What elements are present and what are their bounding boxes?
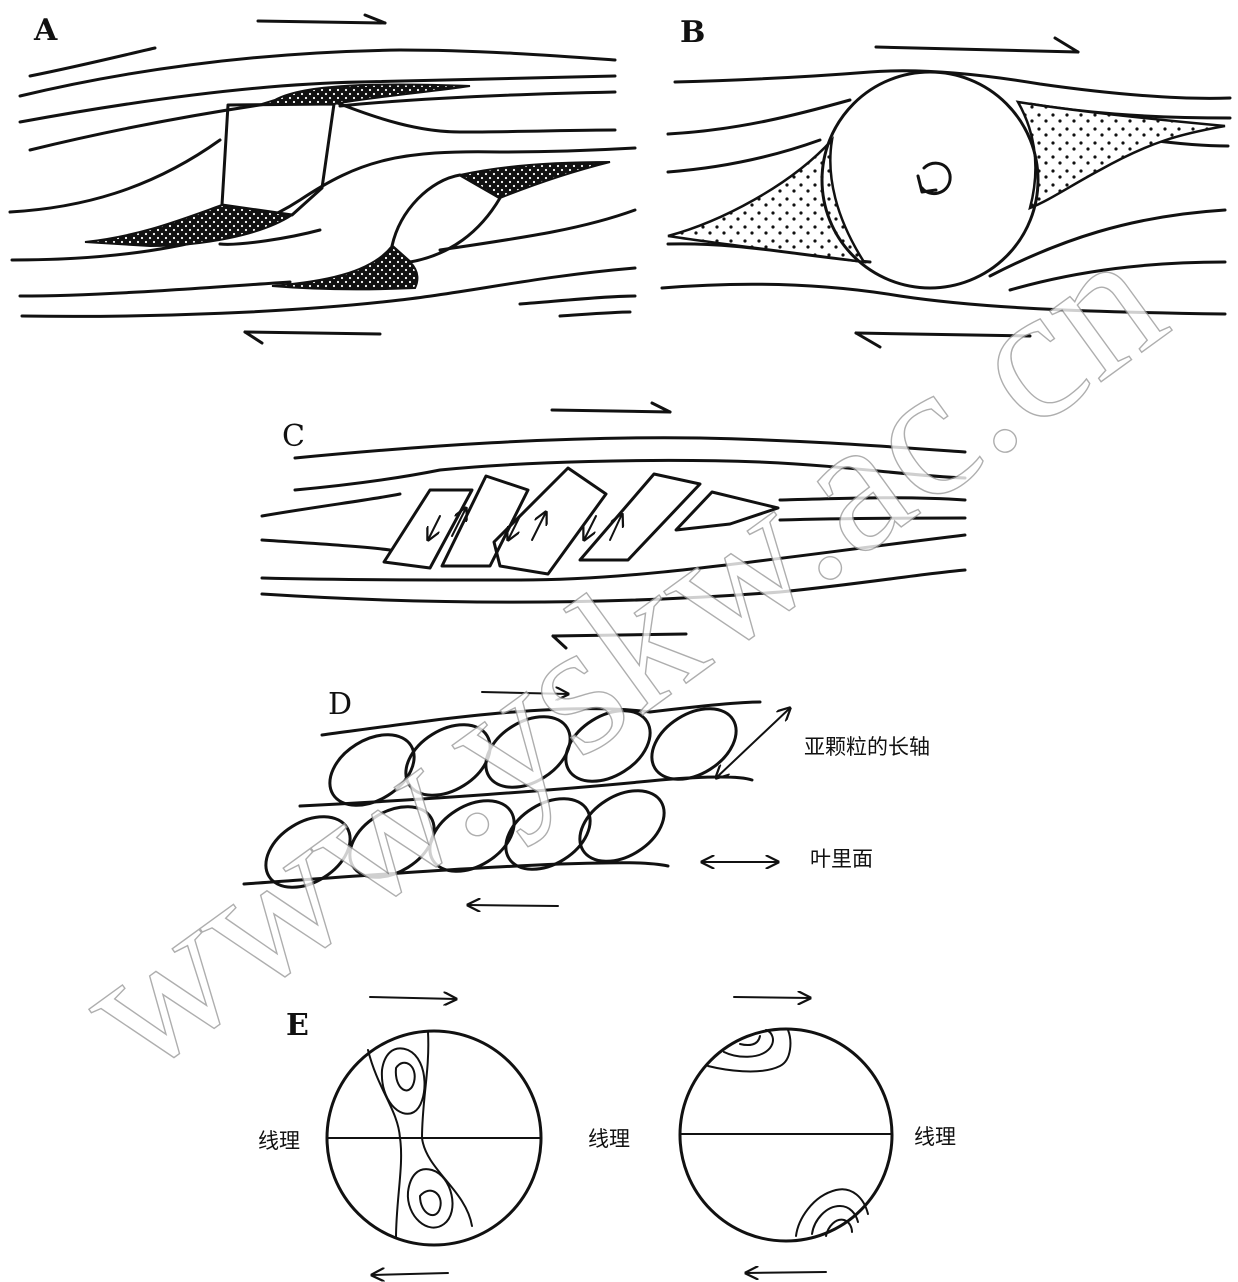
panel-d-label-long-axis: 亚颗粒的长轴 [804,735,930,759]
panel-e-left-stereonet [327,1031,541,1245]
panel-a-bottom-shear-arrow [245,332,380,343]
panel-d-letter: D [328,687,352,722]
panel-e-label-lineation-left: 线理 [258,1129,300,1153]
panel-a-lower-pressure-shadow-bottom [272,246,417,289]
panel-d-bottom-shear-arrow [468,905,558,906]
panel-e-left-bottom-shear-arrow [372,1273,448,1275]
panel-e-label-lineation-middle: 线理 [588,1127,630,1151]
panel-c-top-shear-arrow [552,403,670,412]
watermark-text: www.yskw.ac.cn [41,193,1199,1114]
panel-e-right-stereonet [680,1029,892,1241]
panel-a-upper-pressure-shadow-bottom [85,205,292,246]
panel-a-letter: A [33,13,58,48]
panel-d-label-foliation: 叶里面 [810,847,873,871]
panel-c-letter: C [282,419,305,454]
panel-e-right-top-shear-arrow [734,997,810,998]
panel-a-porphyroclast-upper [222,104,334,215]
panel-e-left-top-shear-arrow [370,997,456,999]
panel-d-long-axis-arrow [716,708,790,778]
panel-b-letter: B [680,15,705,50]
panel-b-rotation-icon [918,163,950,193]
panel-e-label-lineation-right: 线理 [914,1125,956,1149]
panel-e-right-bottom-shear-arrow [746,1272,826,1273]
panel-a-lower-pressure-shadow-top [460,162,610,198]
panel-a-upper-pressure-shadow-top [262,85,470,104]
panel-e: E 线理 线理 线理 [258,997,956,1275]
panel-a-top-shear-arrow [258,15,385,23]
panel-b-top-shear-arrow [876,38,1078,52]
panel-b-foliation-lines [662,71,1230,314]
panel-a: A [10,13,635,343]
